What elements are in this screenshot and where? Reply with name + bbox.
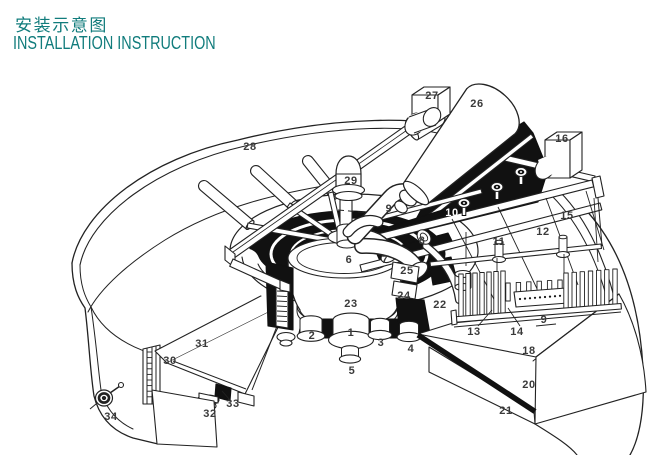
svg-text:23: 23	[344, 298, 357, 310]
svg-text:27: 27	[425, 90, 438, 102]
svg-text:30: 30	[163, 355, 176, 367]
svg-text:22: 22	[433, 299, 446, 311]
svg-text:28: 28	[243, 141, 256, 153]
svg-text:11: 11	[493, 236, 506, 248]
svg-text:33: 33	[226, 398, 239, 410]
svg-text:5: 5	[349, 365, 356, 377]
svg-text:4: 4	[408, 343, 415, 355]
svg-text:6: 6	[346, 254, 353, 266]
svg-text:31: 31	[195, 338, 208, 350]
svg-text:8: 8	[419, 235, 426, 247]
svg-text:21: 21	[499, 405, 512, 417]
svg-text:2: 2	[309, 330, 316, 342]
svg-text:29: 29	[344, 175, 357, 187]
svg-text:10: 10	[445, 207, 458, 219]
svg-text:34: 34	[104, 411, 118, 423]
svg-text:16: 16	[555, 133, 568, 145]
svg-text:25: 25	[400, 265, 413, 277]
svg-text:3: 3	[378, 337, 385, 349]
svg-text:32: 32	[203, 408, 216, 420]
svg-text:9: 9	[541, 314, 548, 326]
svg-text:13: 13	[467, 326, 480, 338]
svg-text:15: 15	[560, 210, 573, 222]
svg-text:18: 18	[522, 345, 535, 357]
svg-text:26: 26	[470, 98, 483, 110]
svg-text:20: 20	[522, 379, 535, 391]
svg-text:14: 14	[510, 326, 524, 338]
svg-text:7: 7	[382, 254, 389, 266]
svg-text:1: 1	[348, 327, 355, 339]
svg-text:9: 9	[386, 203, 393, 215]
svg-text:24: 24	[397, 290, 411, 302]
svg-text:12: 12	[536, 226, 549, 238]
